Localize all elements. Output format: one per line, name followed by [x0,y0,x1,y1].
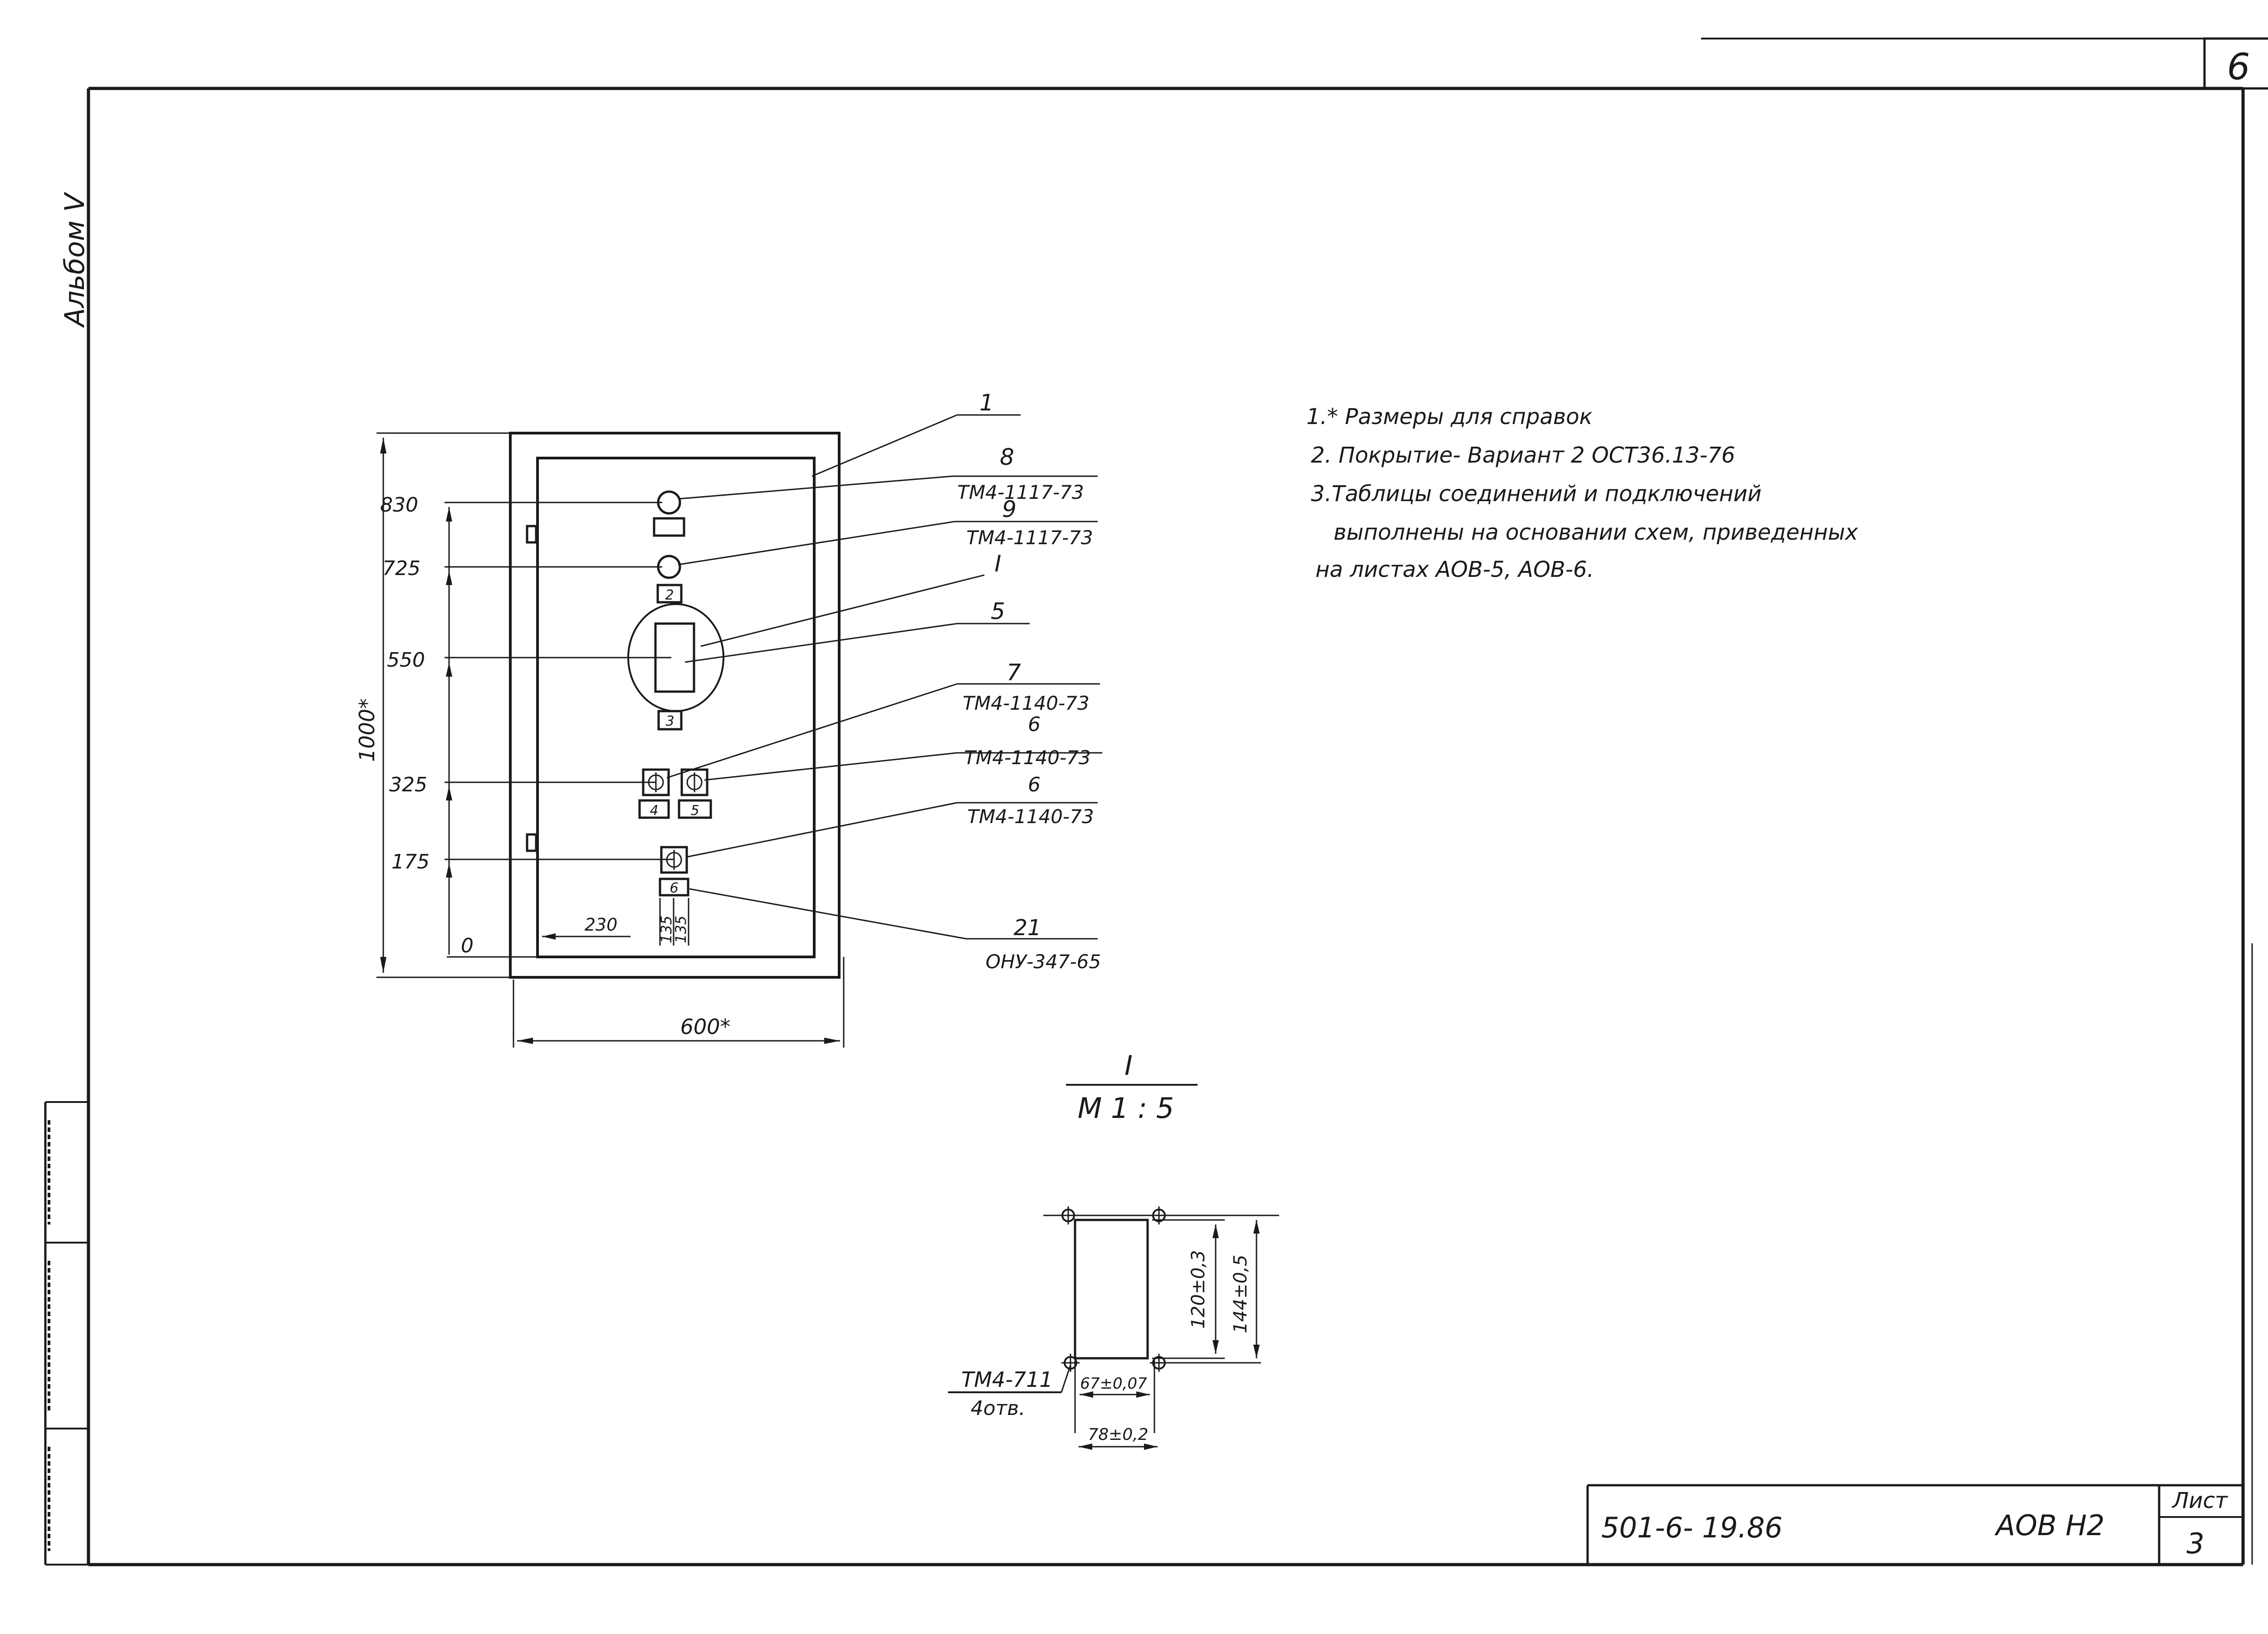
note-1: 1.* Размеры для справок [1306,404,1593,429]
indicator-lamp-830 [657,490,681,515]
dim-144: 144±0,5 [1230,1255,1251,1333]
dim-135-a: 135 [658,916,675,943]
callout-6b-pos: 6 [1028,773,1041,796]
note-3-line3: на листах АОВ-5, АОВ-6. [1315,557,1594,582]
callout-5-pos: 5 [991,598,1005,624]
label-plate-4 [638,799,670,819]
callout-8-code: ТМ4-1117-73 [957,481,1084,503]
detail-i: I М 1 : 5 120±0,3 144±0,5 67±0,07 [948,1050,1279,1450]
callout-21-code: ОНУ-347-65 [986,951,1101,973]
detail-title: I [1124,1050,1133,1082]
panel-view: 1000* 600* 830 725 550 325 175 0 2 [355,432,845,1048]
callout-9-pos: 9 [1002,496,1017,522]
level-550: 550 [387,649,425,672]
detail-scale: М 1 : 5 [1078,1092,1174,1125]
note-3-line2: выполнены на основании схем, приведенных [1334,520,1858,545]
dim-135-b: 135 [672,916,689,943]
dim-120: 120±0,3 [1188,1250,1209,1329]
callout-7-code: ТМ4-1140-73 [963,692,1089,714]
callout-8-pos: 8 [1000,444,1014,470]
switch-right-325 [680,768,709,796]
indicator-lamp-725 [657,555,681,579]
callouts: 1 8 ТМ4-1117-73 9 ТМ4-1117-73 I 5 7 ТМ4-… [666,390,1102,973]
dim-67: 67±0,07 [1080,1375,1147,1393]
title-block: 501-6- 19.86 АОВ Н2 Лист 3 [1586,1484,2243,1565]
callout-detail-i-marker: I [995,551,1002,577]
dim-230: 230 [585,915,618,935]
note-3: 3.Таблицы соединений и подключений [1311,481,1762,507]
callout-21-pos: 21 [1013,915,1041,941]
sheet-label: Лист [2171,1488,2229,1513]
level-830: 830 [380,493,418,517]
element-label-4: 4 [650,803,658,819]
level-325: 325 [389,773,427,796]
level-725: 725 [382,557,420,580]
sheet-corner-number: 6 [2227,46,2250,88]
dim-78: 78±0,2 [1088,1425,1148,1444]
element-label-2: 2 [665,587,674,603]
binding-strip [44,1101,88,1566]
switch-left-325 [642,768,670,796]
hole-count: 4отв. [971,1397,1025,1420]
level-175: 175 [391,850,430,873]
switch-175 [660,846,688,874]
width-dimension: 600* [680,1015,731,1039]
callout-6b-code: ТМ4-1140-73 [967,805,1094,828]
label-plate-5 [678,799,712,819]
measuring-instrument [654,622,695,693]
height-dimension: 1000* [355,698,379,762]
panel-inner-outline [536,457,816,958]
callout-1-pos: 1 [979,390,994,416]
label-plate-550 [657,710,683,731]
callout-9-code: ТМ4-1117-73 [966,527,1093,549]
element-label-5: 5 [690,803,699,819]
label-plate-6 [659,878,689,897]
cutout-rectangle [1074,1219,1149,1360]
sheet-number: 3 [2186,1527,2204,1560]
panel-outer-outline [509,432,841,979]
sheet-frame: 6 [87,37,2268,1566]
callout-7-pos: 7 [1007,659,1021,686]
label-plate-830 [653,517,685,537]
callout-6a-code: ТМ4-1140-73 [964,746,1090,769]
level-0: 0 [461,934,474,957]
sheet-code: АОВ Н2 [1994,1509,2105,1542]
notes-block: 1.* Размеры для справок 2. Покрытие- Вар… [1306,404,1858,582]
label-plate-725 [656,584,683,604]
callout-6a-pos: 6 [1028,713,1041,736]
album-label: Альбом V [59,191,91,328]
hole-code: ТМ4-711 [961,1367,1052,1392]
element-label-3: 3 [665,713,674,729]
element-label-6: 6 [670,880,678,896]
note-2: 2. Покрытие- Вариант 2 ОСТ36.13-76 [1311,443,1735,468]
doc-number: 501-6- 19.86 [1601,1511,1783,1544]
